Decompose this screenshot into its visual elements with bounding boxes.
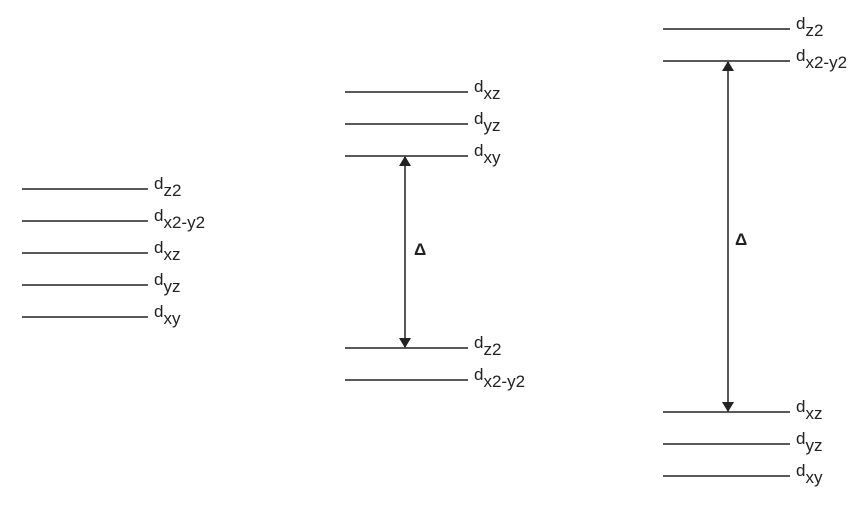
orbital-label-subscript: xy (483, 148, 501, 167)
orbital-label: dz2 (796, 14, 823, 39)
orbital-label-base: d (796, 397, 806, 416)
orbital-label-base: d (154, 270, 164, 289)
delta-label: Δ (414, 240, 427, 259)
orbital-label-subscript: z2 (483, 340, 502, 359)
orbital-label-base: d (796, 46, 806, 65)
orbital-label-base: d (154, 238, 164, 257)
orbital-label-subscript: x2-y2 (805, 53, 848, 72)
orbital-label-subscript: xy (163, 309, 181, 328)
orbital-label-subscript: yz (805, 436, 823, 455)
orbital-label-base: d (154, 206, 164, 225)
orbital-label: dyz (154, 270, 180, 295)
orbital-label-base: d (154, 302, 164, 321)
orbital-label-subscript: z2 (163, 181, 182, 200)
orbital-label: dxy (796, 461, 822, 486)
delta-label: Δ (735, 230, 748, 249)
orbital-label-base: d (474, 77, 484, 96)
orbital-label-base: d (474, 141, 484, 160)
orbital-label-subscript: x2-y2 (163, 213, 206, 232)
orbital-label-subscript: x2-y2 (483, 372, 526, 391)
orbital-label-base: d (796, 14, 806, 33)
orbital-label: dz2 (154, 174, 181, 199)
orbital-label-base: d (154, 174, 164, 193)
orbital-label-base: d (796, 429, 806, 448)
orbital-label: dxz (474, 77, 500, 102)
orbital-label: dz2 (474, 333, 501, 358)
orbital-label: dyz (474, 109, 500, 134)
orbital-label: dx2-y2 (474, 365, 525, 390)
orbital-label: dxz (796, 397, 822, 422)
orbital-label-base: d (796, 461, 806, 480)
orbital-label-base: d (474, 333, 484, 352)
orbital-label-subscript: yz (163, 277, 181, 296)
orbital-label-subscript: xz (805, 404, 823, 423)
orbital-label-subscript: yz (483, 116, 501, 135)
orbital-label-base: d (474, 365, 484, 384)
orbital-label: dxy (154, 302, 180, 327)
orbital-label-subscript: z2 (805, 21, 824, 40)
orbital-label-base: d (474, 109, 484, 128)
orbital-label: dxz (154, 238, 180, 263)
orbital-label-subscript: xz (483, 84, 501, 103)
orbital-label: dxy (474, 141, 500, 166)
orbital-label: dyz (796, 429, 822, 454)
orbital-label-subscript: xz (163, 245, 181, 264)
orbital-label: dx2-y2 (796, 46, 847, 71)
orbital-label: dx2-y2 (154, 206, 205, 231)
orbital-label-subscript: xy (805, 468, 823, 487)
